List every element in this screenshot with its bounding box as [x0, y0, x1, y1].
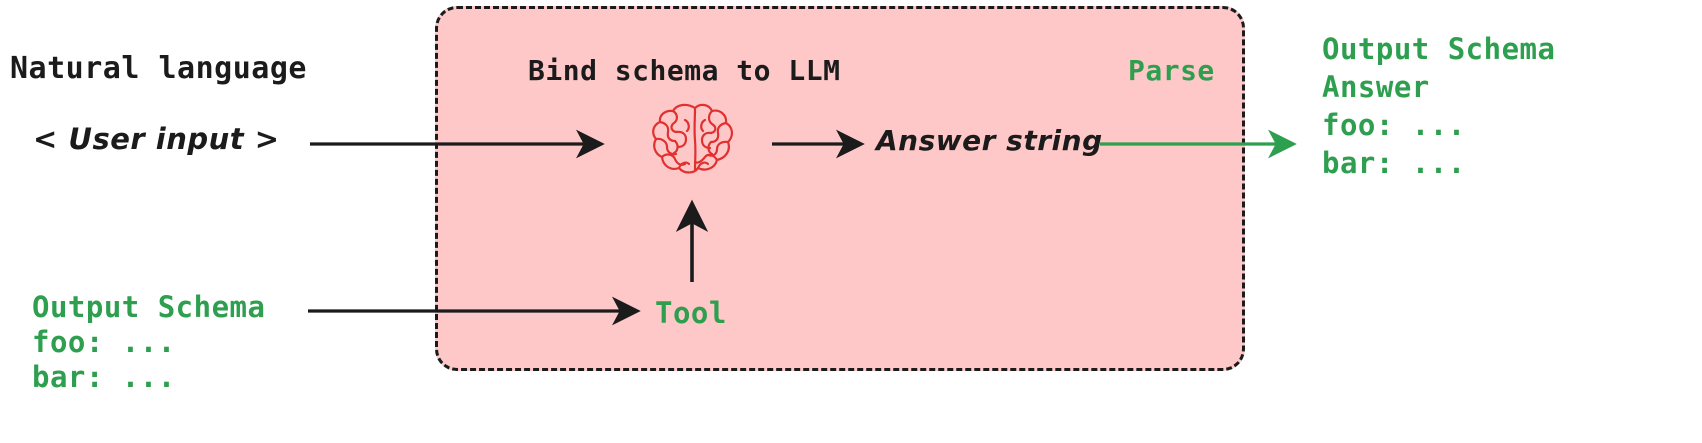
parse-label: Parse	[1128, 54, 1215, 87]
brain-icon	[645, 100, 745, 178]
left-output-schema-block: Output Schema foo: ... bar: ...	[32, 290, 265, 395]
right-output-schema-title: Output Schema	[1322, 32, 1556, 66]
answer-string-label: Answer string	[876, 124, 1103, 157]
bind-schema-to-llm-label: Bind schema to LLM	[528, 54, 841, 87]
right-output-schema-block: Output Schema Answer foo: ... bar: ...	[1322, 30, 1555, 182]
left-output-schema-title: Output Schema	[32, 290, 266, 324]
left-output-schema-foo: foo: ...	[32, 325, 176, 359]
tool-label: Tool	[655, 296, 727, 330]
left-output-schema-bar: bar: ...	[32, 360, 176, 394]
natural-language-label: Natural language	[10, 51, 307, 86]
right-output-schema-answer: Answer	[1322, 70, 1430, 104]
right-output-schema-foo: foo: ...	[1322, 108, 1466, 142]
right-output-schema-bar: bar: ...	[1322, 146, 1466, 180]
user-input-label: < User input >	[33, 122, 280, 156]
